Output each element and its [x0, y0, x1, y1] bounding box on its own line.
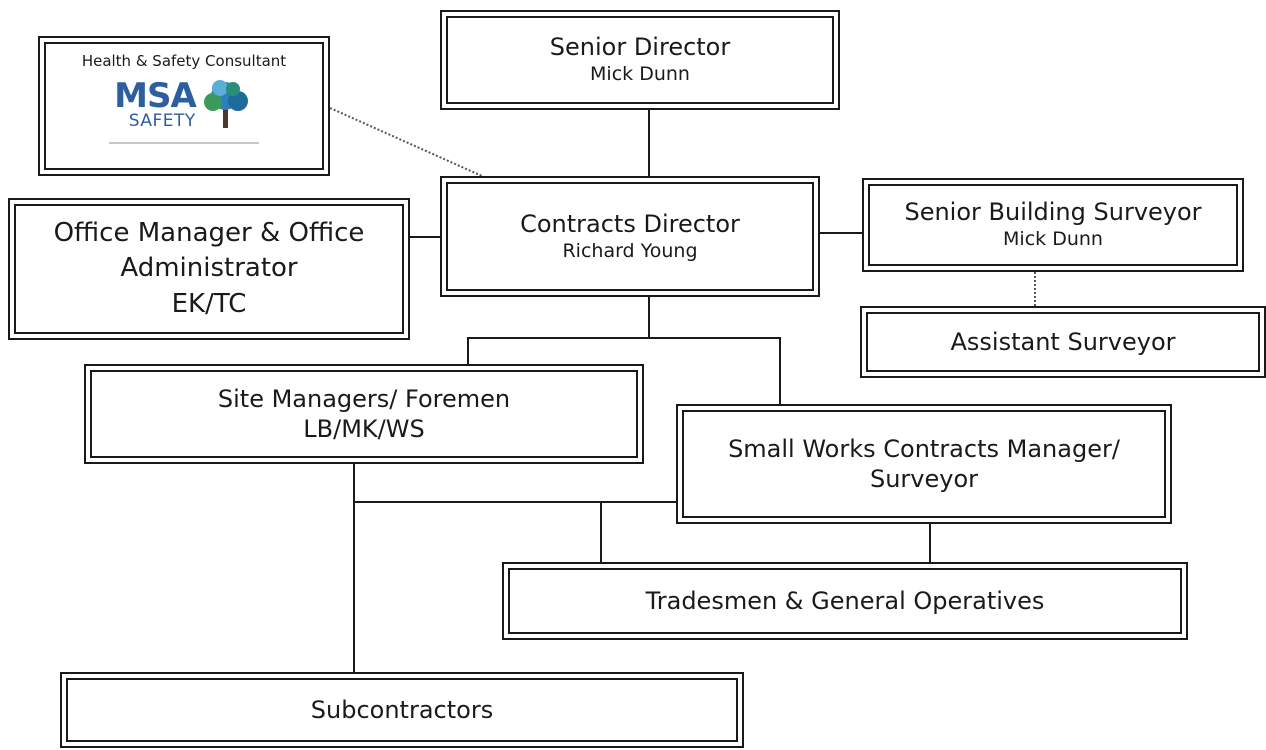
logo-divider — [109, 142, 259, 144]
subcontractors-title: Subcontractors — [310, 696, 494, 724]
senior-director-name: Mick Dunn — [590, 63, 690, 86]
small-works-box: Small Works Contracts Manager/ Surveyor — [676, 404, 1172, 524]
logo-main-text: MSA — [114, 75, 197, 116]
site-managers-box: Site Managers/ Foremen LB/MK/WS — [84, 364, 644, 464]
consultant-label: Health & Safety Consultant — [81, 52, 287, 70]
tradesmen-box: Tradesmen & General Operatives — [502, 562, 1188, 640]
office-manager-name: EK/TC — [171, 288, 247, 319]
tradesmen-title: Tradesmen & General Operatives — [645, 587, 1045, 615]
small-works-title-line1: Small Works Contracts Manager/ — [728, 435, 1120, 463]
office-manager-title-line1: Office Manager & Office — [53, 218, 365, 249]
contracts-director-title: Contracts Director — [520, 209, 740, 238]
tree-icon — [203, 80, 248, 128]
small-works-title-line2: Surveyor — [869, 465, 979, 493]
senior-director-title: Senior Director — [549, 33, 731, 62]
contracts-director-box: Contracts Director Richard Young — [440, 176, 820, 297]
senior-building-surveyor-name: Mick Dunn — [1003, 228, 1103, 251]
site-managers-name: LB/MK/WS — [303, 415, 425, 443]
assistant-surveyor-title: Assistant Surveyor — [950, 328, 1176, 356]
line-branch-to-small-works — [649, 337, 781, 404]
office-manager-box: Office Manager & Office Administrator EK… — [8, 198, 410, 340]
contracts-director-name: Richard Young — [562, 239, 698, 262]
logo-sub-text: SAFETY — [128, 110, 196, 131]
assistant-surveyor-box: Assistant Surveyor — [860, 306, 1266, 378]
subcontractors-box: Subcontractors — [60, 672, 744, 748]
consultant-box: Health & Safety Consultant MSA SAFETY — [38, 36, 330, 176]
msa-safety-logo: MSA SAFETY — [114, 76, 254, 132]
dotted-line-consultant — [329, 107, 483, 177]
site-managers-title: Site Managers/ Foremen — [217, 385, 511, 413]
senior-director-box: Senior Director Mick Dunn — [440, 10, 840, 110]
line-contracts-branch — [467, 297, 650, 364]
office-manager-title-line2: Administrator — [120, 253, 298, 284]
senior-building-surveyor-title: Senior Building Surveyor — [904, 198, 1202, 227]
senior-building-surveyor-box: Senior Building Surveyor Mick Dunn — [862, 178, 1244, 272]
